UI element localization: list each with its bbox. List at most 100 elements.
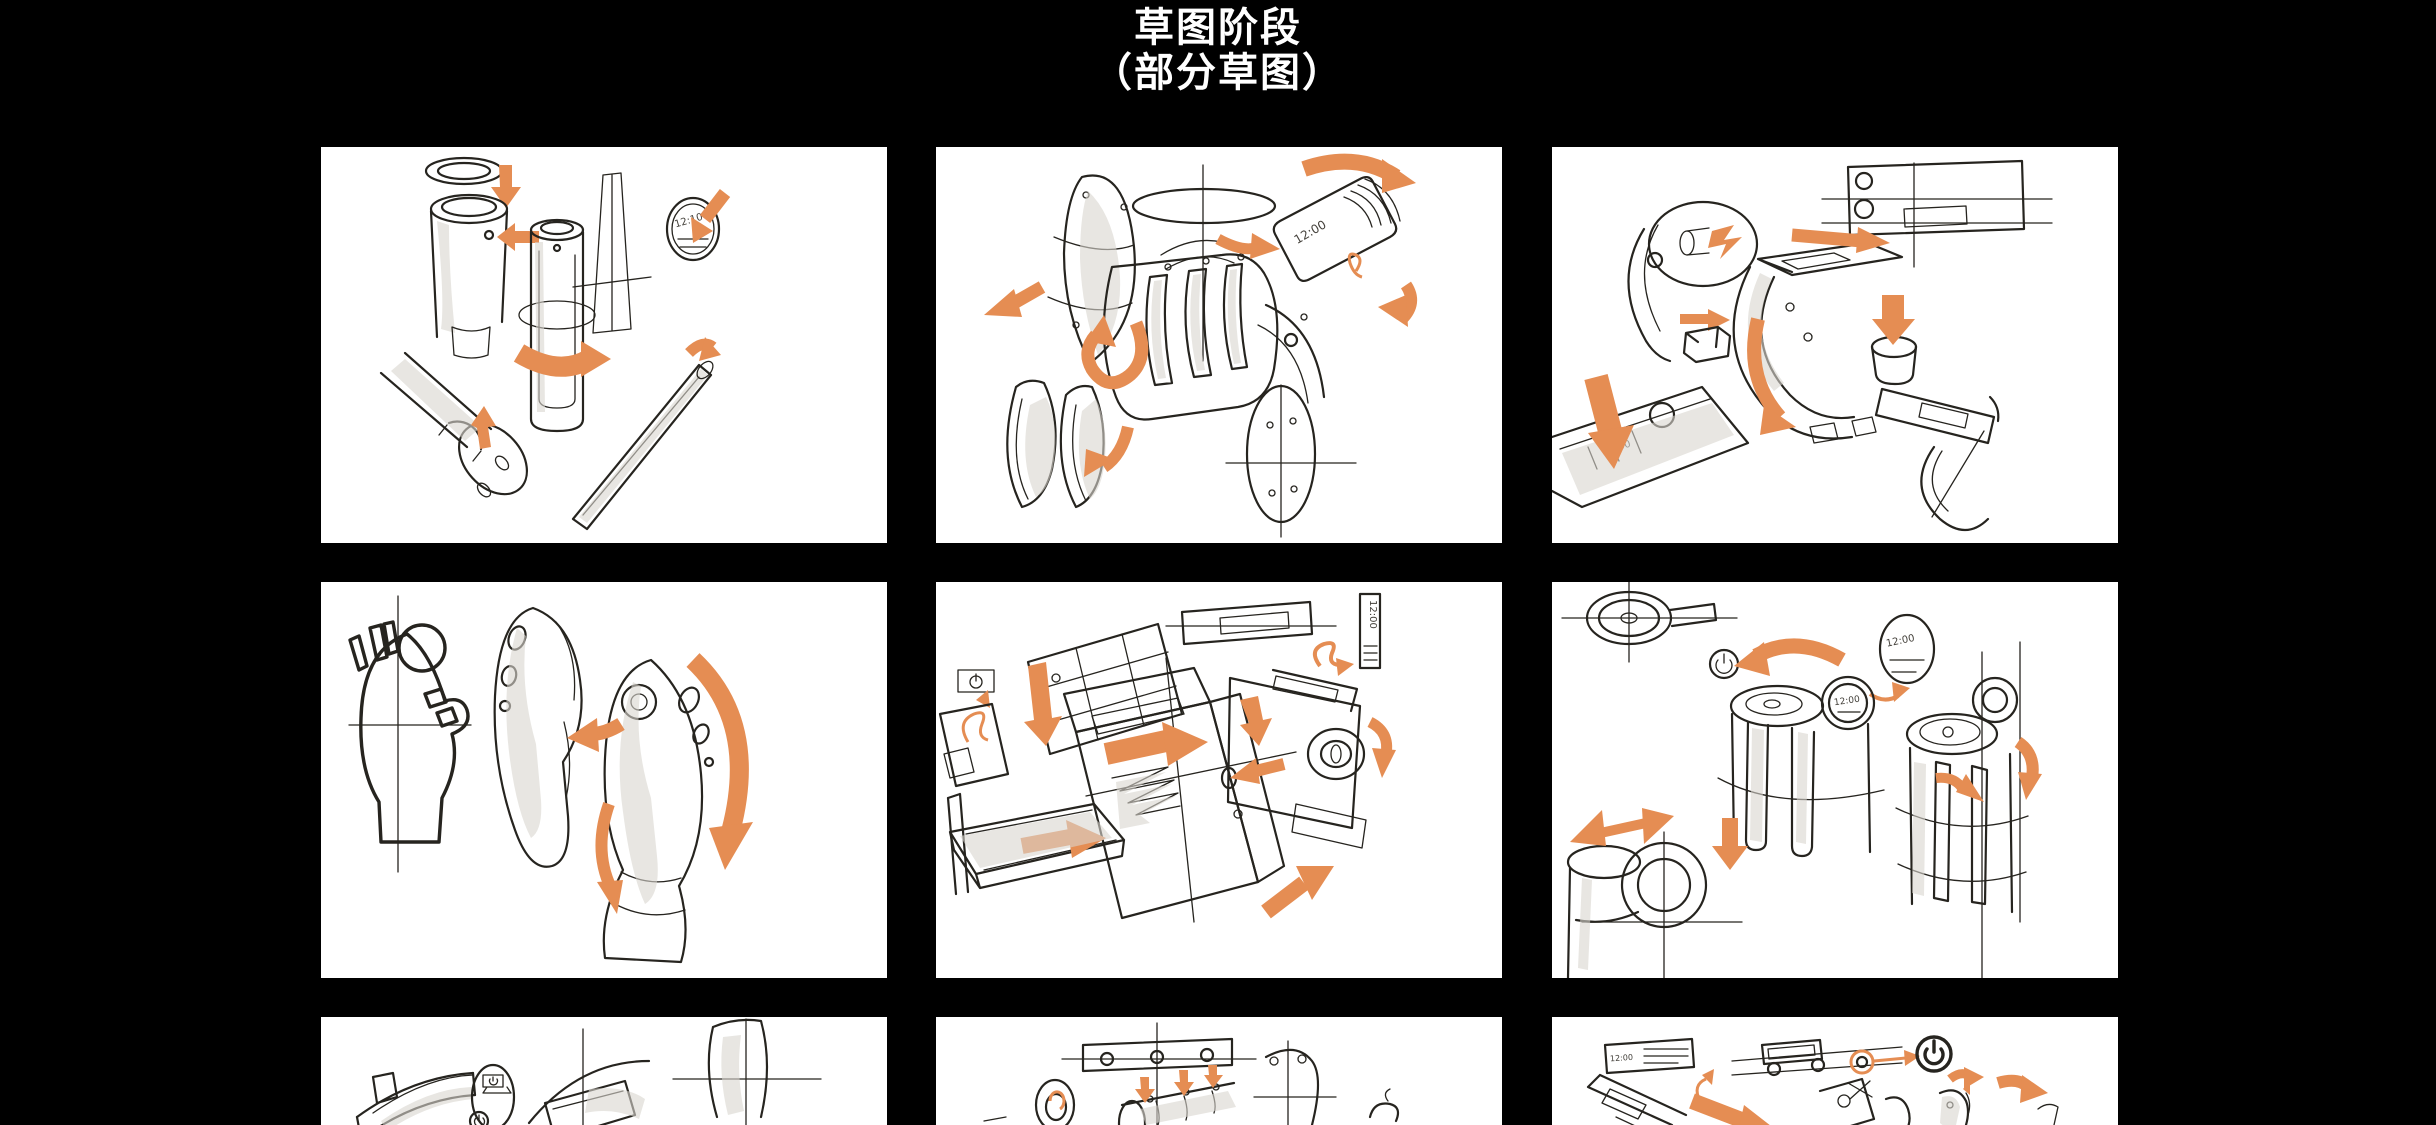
sketch-panel-7	[321, 1017, 887, 1125]
highlight-ring	[1849, 1049, 1875, 1075]
flat-card	[938, 702, 1010, 788]
power-icon	[1708, 648, 1740, 680]
dome-arc	[1257, 303, 1326, 404]
center-unit: 12:00	[1717, 675, 1885, 858]
sheet-down-arrow	[1024, 662, 1062, 746]
edge-sketch	[2037, 1103, 2059, 1125]
device-sketch	[1586, 1073, 1688, 1125]
dial-display: 12:00	[1833, 695, 1860, 709]
side-pod	[1225, 384, 1357, 538]
sketch-panel-1: 12:10	[321, 147, 887, 543]
turn-arrow	[1734, 638, 1846, 676]
lid-ring	[424, 156, 504, 186]
screen-display: 12:00	[1292, 217, 1329, 246]
edge-lines	[983, 1116, 1007, 1122]
mid-device	[1818, 1077, 1876, 1125]
insert-arrows	[1135, 1065, 1223, 1103]
outer-cylinder	[429, 193, 509, 359]
squiggle-arrow	[1347, 252, 1363, 279]
cup-device	[1870, 295, 2000, 445]
right-box	[1226, 668, 1396, 830]
page-subtitle: （部分草图）	[1092, 50, 1344, 96]
horn-shapes	[1006, 379, 1106, 509]
ribbed-pod	[1102, 239, 1279, 421]
down-arrow	[491, 165, 521, 208]
sketch-panel-2: 12:00	[936, 147, 1502, 543]
swing-arrow	[1747, 317, 1796, 435]
large-device	[602, 658, 715, 964]
curved-screen: 12:00	[1272, 175, 1401, 283]
down-curl-arrow	[595, 802, 623, 914]
sketch-panel-3: 12:00	[1552, 147, 2118, 543]
lying-cylinder	[379, 351, 529, 498]
strap-band	[355, 1071, 477, 1125]
u-turn-arrow	[1081, 315, 1149, 390]
panels-right	[1884, 1081, 1971, 1125]
tag-note: 12:00	[1312, 592, 1382, 676]
inner-cylinder	[518, 218, 596, 433]
ear-hook	[1627, 200, 1759, 364]
dial-detail	[1034, 1078, 1076, 1125]
drop-arrow	[1240, 696, 1272, 746]
left-unit	[1566, 831, 1743, 978]
up-arrow	[471, 406, 496, 449]
rib-cylinder	[1117, 1081, 1236, 1125]
sketch-panel-6: 12:00 12:00	[1552, 582, 2118, 978]
tag-label: 12:00	[1610, 1053, 1634, 1064]
flare-profile	[672, 1018, 822, 1125]
lightning-icon	[1708, 225, 1742, 259]
power-icon	[1915, 1035, 1953, 1073]
lift-arrow	[1261, 866, 1334, 919]
guide-ellipse	[1131, 187, 1277, 225]
press-arrow	[1584, 373, 1634, 469]
hook-mini	[1368, 1088, 1400, 1123]
teardrop-panel	[1253, 1040, 1337, 1125]
hook-arrow	[1378, 281, 1418, 327]
power-note	[957, 669, 995, 743]
plan-view	[1821, 159, 2053, 268]
balloon-note: 12:00	[1868, 613, 1936, 702]
side-slab	[1291, 803, 1367, 849]
tray	[946, 792, 1126, 896]
arch-shell	[527, 1028, 651, 1125]
twist-arrows	[1935, 737, 2042, 802]
ruler-bar: 12:00	[1552, 385, 1750, 509]
rotation-band-arrow	[513, 341, 611, 377]
slide-double-arrow	[1570, 808, 1674, 846]
outline-profile	[348, 595, 472, 873]
curl-arrow-bottom	[1084, 425, 1134, 477]
top-bar	[1165, 600, 1337, 646]
big-rotate-arrow	[686, 653, 753, 870]
small-curve-arrow	[1215, 233, 1280, 259]
right-unit	[1895, 641, 2029, 978]
sketch-panel-5: 12:00	[936, 582, 1502, 978]
slide-arrow	[1791, 227, 1890, 253]
profile-sketch	[572, 172, 652, 334]
button-row	[1731, 1038, 1920, 1077]
sketch-panel-9: 12:00	[1552, 1017, 2118, 1125]
c-hook	[1920, 430, 1990, 532]
sketch-panel-4	[321, 582, 887, 978]
mid-device	[493, 606, 583, 868]
tag-label: 12:00	[1367, 600, 1378, 629]
back-arrow	[567, 717, 625, 752]
rotate-arrow-top	[1301, 153, 1416, 193]
tag-note: 12:00	[1603, 1037, 1714, 1102]
slanted-blade	[571, 360, 714, 531]
curl-arrow	[685, 337, 721, 361]
power-balloon	[468, 1063, 516, 1125]
balloon-label: 12:00	[1885, 633, 1915, 650]
plan-disc	[1561, 582, 1738, 663]
press-down-arrow	[1712, 818, 1748, 870]
sketch-panel-8	[936, 1017, 1502, 1125]
insert-arrow	[1230, 758, 1286, 784]
slide-right-arrow	[1103, 722, 1208, 766]
push-arrow	[1689, 1093, 1770, 1125]
page-title: 草图阶段	[1134, 5, 1302, 51]
title-block: 草图阶段 （部分草图）	[0, 6, 2436, 96]
main-box	[1062, 657, 1297, 923]
side-arrow	[497, 223, 539, 251]
flip-arrows	[1947, 1067, 2048, 1103]
pointer-arrow	[691, 189, 731, 243]
